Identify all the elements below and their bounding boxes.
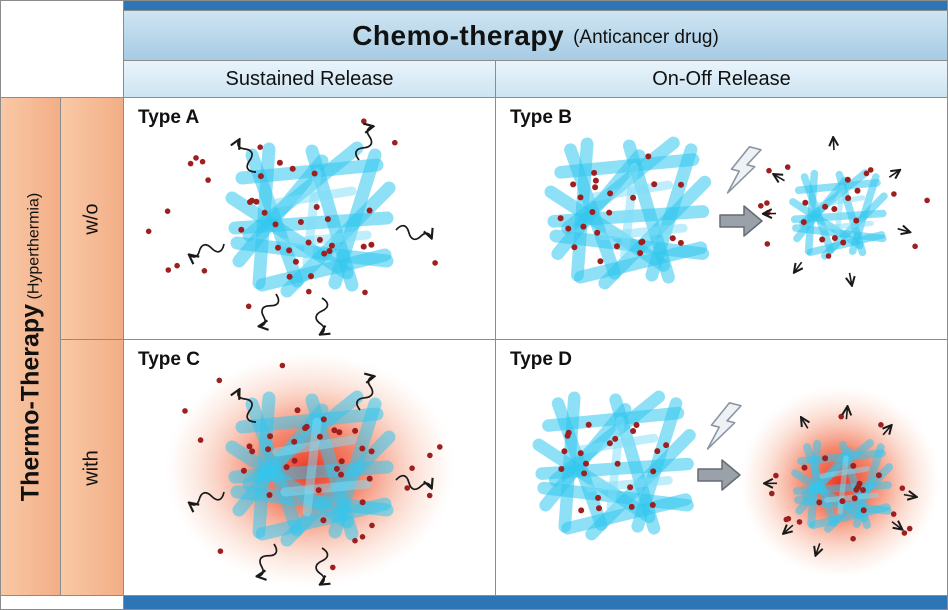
drug-dots: [558, 421, 670, 514]
shrunken-hydrogel-mesh: [793, 173, 884, 256]
cell-art-b: [496, 98, 930, 339]
column-header-onoff: On-Off Release: [496, 61, 947, 98]
cell-label: Type B: [510, 107, 572, 128]
drug-dots: [240, 407, 375, 524]
cell-art-a: [145, 118, 438, 339]
cell-type-b: Type B: [496, 98, 947, 340]
drug-dots: [238, 159, 375, 280]
cell-label: Type A: [138, 107, 200, 128]
release-arrows: [764, 138, 909, 285]
heat-glow: [738, 384, 942, 580]
chemo-header: Chemo-therapy (Anticancer drug): [124, 11, 947, 61]
row-header-with: with: [61, 340, 124, 596]
cell-type-a: Type A: [124, 98, 496, 340]
drug-dots: [800, 176, 861, 246]
cell-label: Type C: [138, 349, 200, 370]
cell-type-c: Type C: [124, 340, 496, 596]
hydrogel-mesh: [232, 148, 389, 291]
corner-cell: [1, 1, 124, 98]
released-drug-dots: [769, 413, 913, 542]
hydrogel-mesh: [539, 397, 690, 534]
top-accent-bar: [124, 1, 947, 11]
cell-art-c: [162, 350, 458, 590]
released-drug-dots: [182, 362, 443, 571]
block-arrow-right-icon: [697, 459, 741, 491]
cell-label: Type D: [510, 349, 572, 370]
block-arrow-right-icon: [719, 205, 763, 237]
drug-dots: [801, 455, 882, 514]
lightning-icon: [704, 399, 742, 456]
column-header-sustained: Sustained Release: [124, 61, 496, 98]
column-label: On-Off Release: [652, 67, 791, 90]
hydrogel-mesh: [551, 143, 705, 283]
bottom-accent-bar: [124, 596, 947, 609]
thermo-title: Thermo-Therapy: [16, 303, 44, 501]
row-label: with: [80, 449, 103, 486]
drug-dots: [557, 153, 684, 265]
thermo-subtitle: (Hyperthermia): [25, 192, 42, 299]
cell-type-d: Type D: [496, 340, 947, 596]
bottom-corner-cell: [1, 596, 124, 609]
released-drug-dots: [758, 164, 930, 259]
chemo-title: Chemo-therapy: [352, 19, 565, 51]
chemo-subtitle: (Anticancer drug): [573, 26, 719, 48]
thermo-vertical-text: Thermo-Therapy (Hyperthermia): [16, 192, 45, 500]
thermo-header: Thermo-Therapy (Hyperthermia): [1, 98, 61, 596]
row-label: w/o: [80, 202, 103, 235]
column-label: Sustained Release: [225, 67, 394, 90]
row-header-without: w/o: [61, 98, 124, 340]
cell-art-d: [496, 384, 942, 580]
released-drug-dots: [145, 118, 438, 310]
lightning-icon: [724, 143, 762, 200]
